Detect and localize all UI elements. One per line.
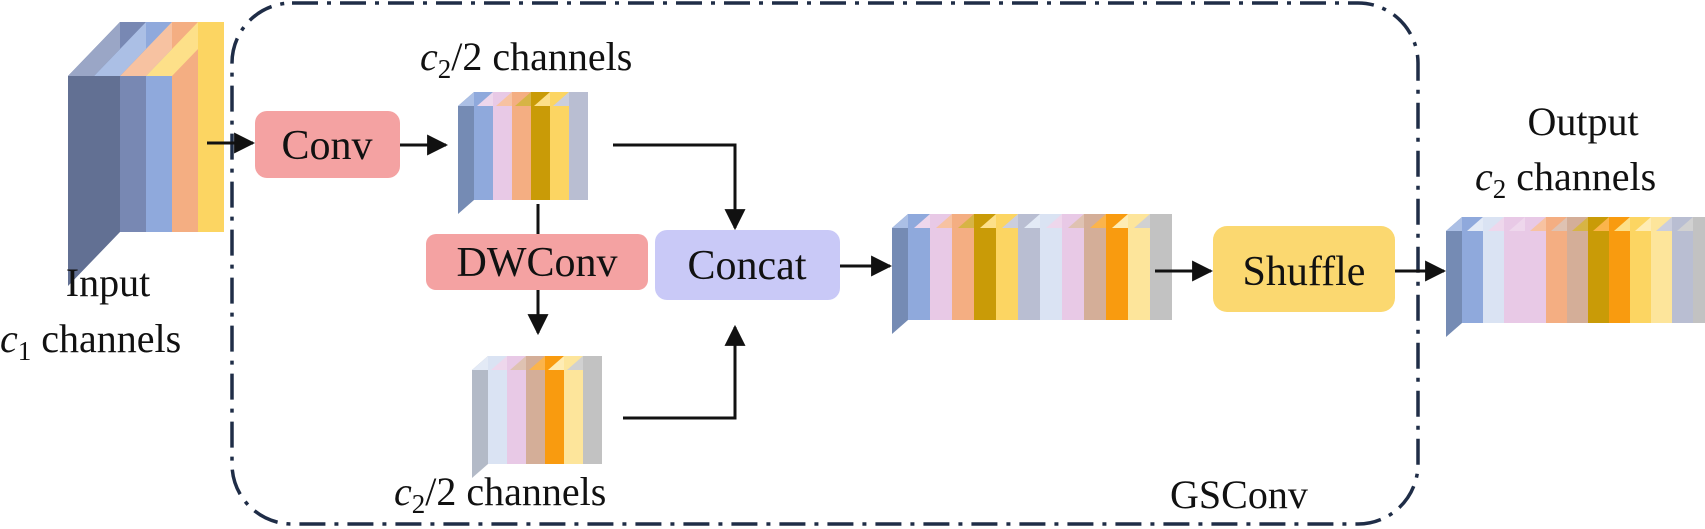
concat-label: Concat [688, 243, 807, 289]
gsconv-frame [230, 1, 1420, 526]
conv-block: Conv [255, 111, 400, 178]
stack-slab [583, 356, 602, 464]
concat-feature-stack [892, 214, 1172, 334]
conv-label: Conv [281, 123, 372, 169]
stack-slab [952, 214, 974, 320]
stack-slab [488, 356, 507, 464]
stack-side-face [472, 356, 488, 478]
stack-slab [545, 356, 564, 464]
bottom-branch-label: c2/2 channels [394, 469, 606, 519]
stack-slab [1040, 214, 1062, 320]
bottom-branch-feature-stack [472, 356, 602, 478]
stack-slab [1084, 214, 1106, 320]
stack-slab [1018, 214, 1040, 320]
stack-slab [1630, 217, 1651, 323]
concat-block: Concat [655, 230, 840, 300]
stack-slab [996, 214, 1018, 320]
input-label: Input c1 channels [0, 260, 181, 366]
stack-slab [1672, 217, 1693, 323]
connectors [207, 132, 1447, 420]
shuffle-block: Shuffle [1213, 226, 1395, 312]
stack-slab [908, 214, 930, 320]
stack-slab [493, 92, 512, 200]
arrow-top-to-concat [613, 143, 746, 231]
stack-slab [172, 22, 198, 232]
stack-slab [564, 356, 583, 464]
stack-slab [531, 92, 550, 200]
input-feature-stack [68, 22, 224, 286]
stack-slab [1483, 217, 1504, 323]
stack-slab [1504, 217, 1525, 323]
stack-slab [1651, 217, 1672, 323]
stack-slab [1462, 217, 1483, 323]
output-label-line1: Output [1527, 99, 1638, 144]
stack-slab [569, 92, 588, 200]
stack-slab [1062, 214, 1084, 320]
stack-slab [1525, 217, 1546, 323]
dwconv-block: DWConv [426, 234, 648, 290]
shuffle-label: Shuffle [1243, 249, 1366, 295]
stack-slab [507, 356, 526, 464]
stack-slab [930, 214, 952, 320]
stack-slab [974, 214, 996, 320]
stack-slab [512, 92, 531, 200]
output-feature-stack [1446, 217, 1705, 337]
gsconv-frame-label: GSConv [1170, 472, 1308, 517]
dwconv-label: DWConv [457, 240, 618, 286]
stack-slab [1546, 217, 1567, 323]
output-label-line2: c2 channels [1475, 154, 1656, 204]
stack-slab [198, 22, 224, 232]
stack-slab [1150, 214, 1172, 320]
stack-side-face [1446, 217, 1462, 337]
stack-slab [1128, 214, 1150, 320]
arrow-bottom-to-concat [623, 324, 746, 420]
top-branch-label: c2/2 channels [420, 34, 632, 84]
top-branch-feature-stack [458, 92, 588, 214]
stack-slab [1567, 217, 1588, 323]
stack-side-face [458, 92, 474, 214]
input-label-line2: c1 channels [0, 316, 181, 366]
stack-side-face [892, 214, 908, 334]
stack-slab [1588, 217, 1609, 323]
stack-slab [474, 92, 493, 200]
stack-side-face [68, 22, 120, 286]
stack-slab [1106, 214, 1128, 320]
stack-slab [1609, 217, 1630, 323]
stack-slab [526, 356, 545, 464]
stack-slab [1693, 217, 1705, 323]
stack-slab [550, 92, 569, 200]
output-label: Output c2 channels [1475, 99, 1656, 204]
input-label-line1: Input [66, 260, 150, 305]
